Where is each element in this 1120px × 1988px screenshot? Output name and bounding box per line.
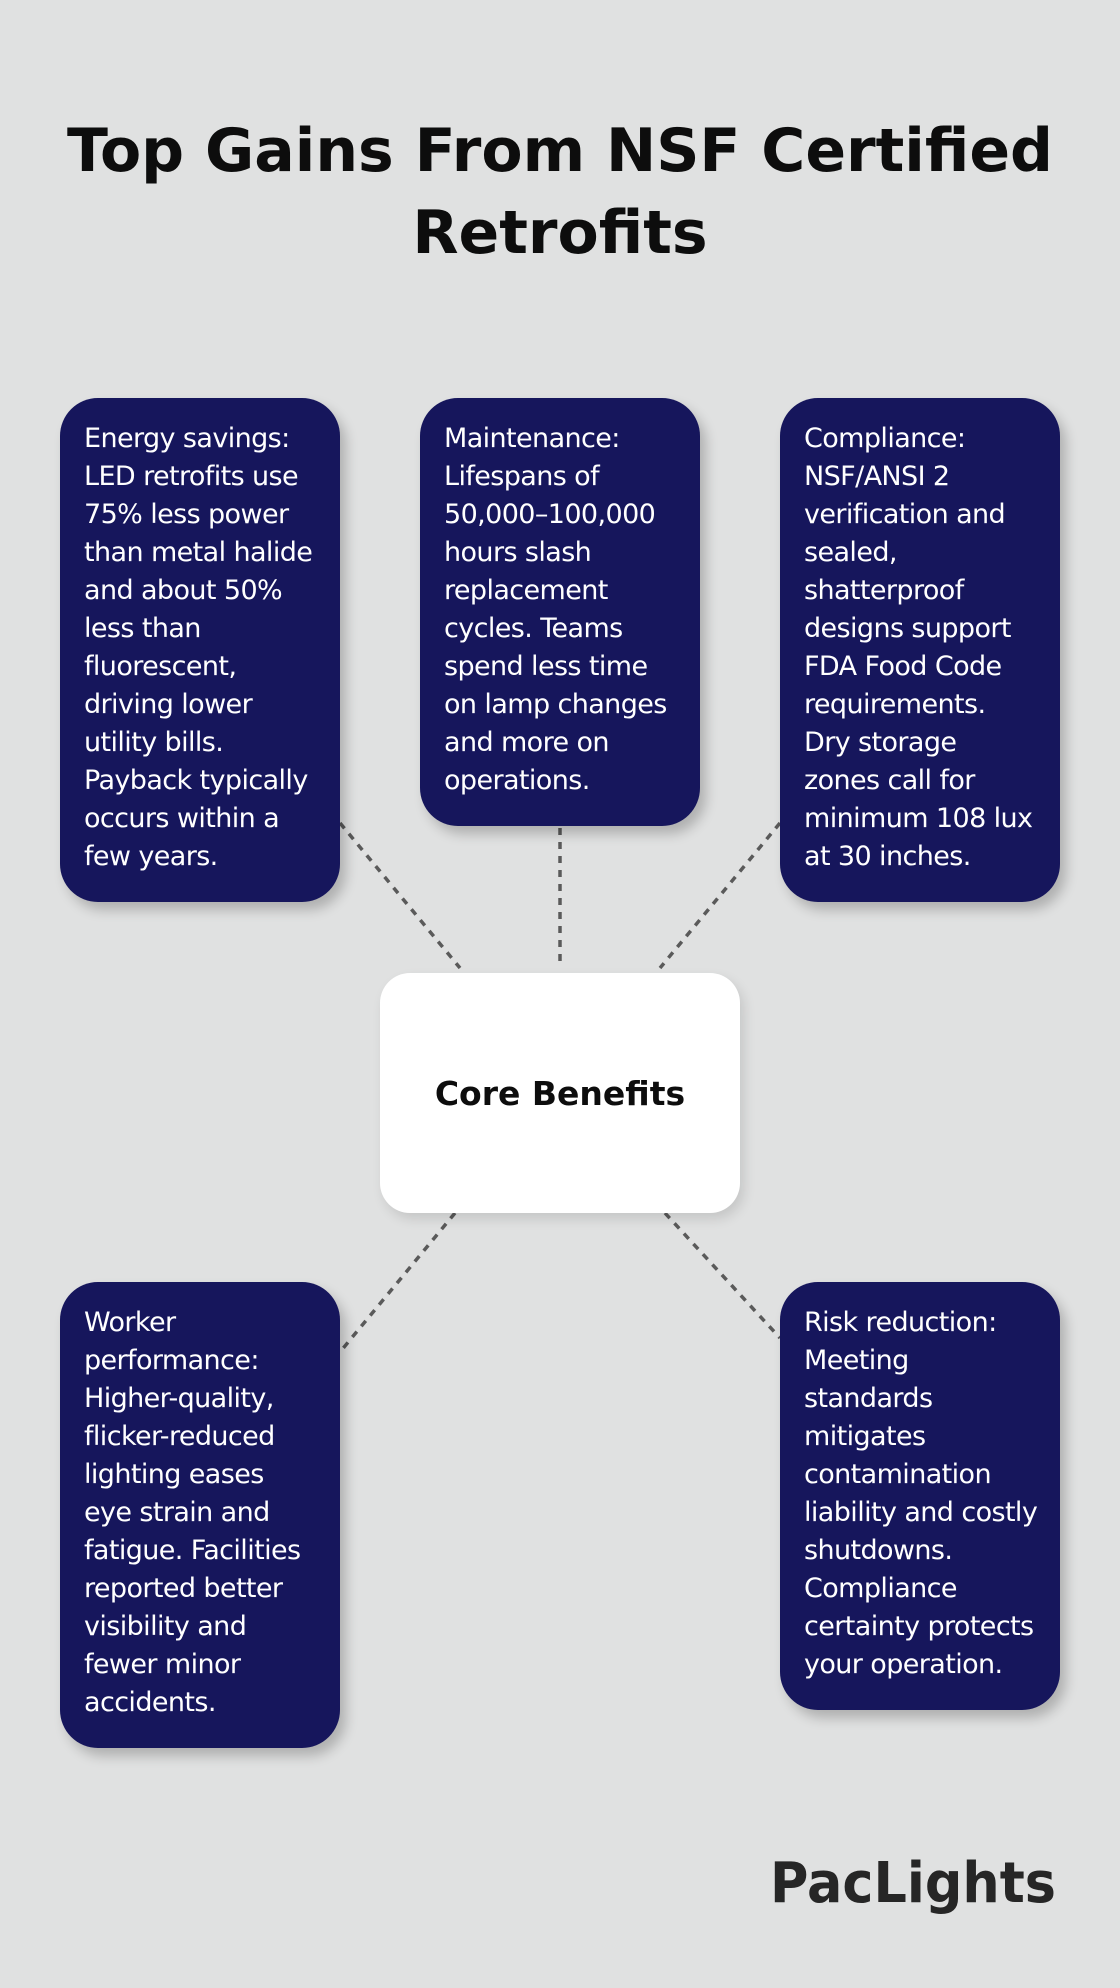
diagram-title: Top Gains From NSF Certified Retrofits	[67, 116, 1053, 268]
core-benefits-label: Core Benefits	[434, 1073, 686, 1113]
benefit-card-text: Maintenance: Lifespans of 50,000–100,000…	[444, 423, 667, 796]
paclights-logo: PacLights	[770, 1851, 1056, 1916]
connector-energy	[338, 821, 462, 970]
benefit-card-maintenance: Maintenance: Lifespans of 50,000–100,000…	[420, 398, 700, 826]
benefit-card-compliance: Compliance: NSF/ANSI 2 verification and …	[780, 398, 1060, 902]
connector-compliance	[658, 821, 782, 970]
logo-text: PacLights	[770, 1851, 1056, 1916]
benefit-card-text: Risk reduction: Meeting standards mitiga…	[804, 1307, 1038, 1680]
benefit-card-worker-performance: Worker performance: Higher-quality, flic…	[60, 1282, 340, 1748]
benefit-card-text: Energy savings: LED retrofits use 75% le…	[84, 423, 313, 872]
core-benefits-node: Core Benefits	[380, 973, 740, 1213]
benefit-card-text: Compliance: NSF/ANSI 2 verification and …	[804, 423, 1033, 872]
benefit-card-energy-savings: Energy savings: LED retrofits use 75% le…	[60, 398, 340, 902]
connector-risk	[663, 1211, 782, 1340]
connector-worker	[338, 1211, 457, 1354]
benefit-card-text: Worker performance: Higher-quality, flic…	[84, 1307, 301, 1718]
benefit-card-risk-reduction: Risk reduction: Meeting standards mitiga…	[780, 1282, 1060, 1710]
